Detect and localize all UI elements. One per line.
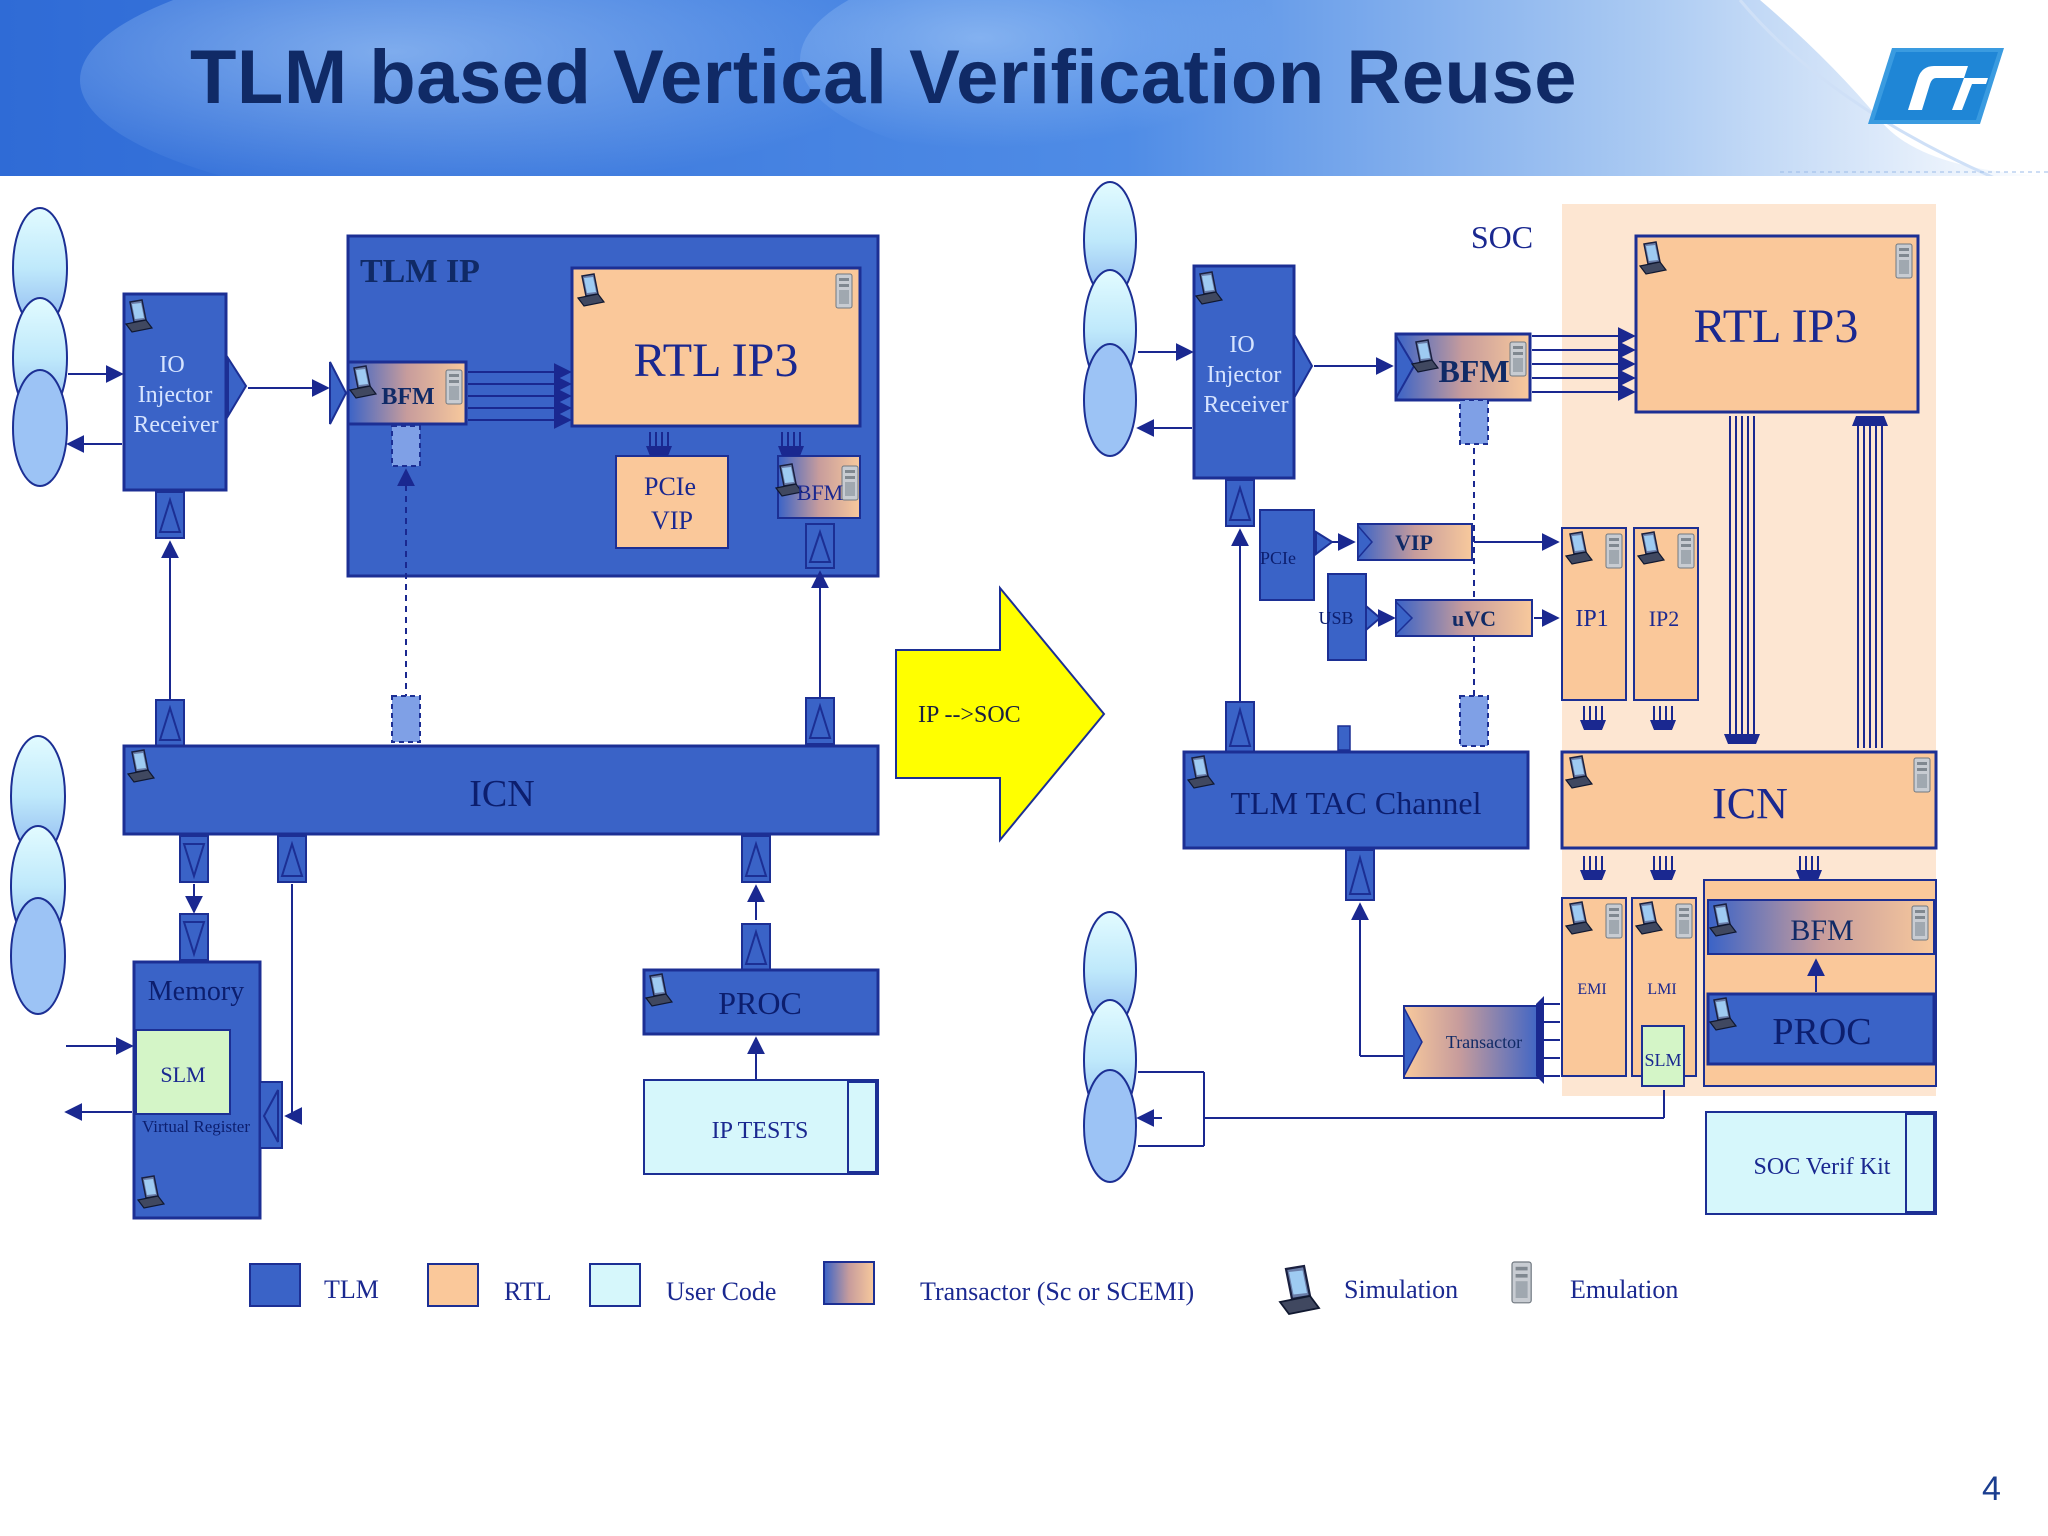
right-tlm-tac-channel [1182, 750, 1530, 850]
right-uvc-label: uVC [1452, 606, 1496, 631]
right-lmi-label: LMI [1647, 981, 1676, 998]
right-receiver-label: Receiver [1203, 392, 1288, 418]
right-ip1-label: IP1 [1575, 606, 1608, 632]
right-io-environment-top [1083, 181, 1137, 457]
left-virtual-register-label: Virtual Register [142, 1117, 250, 1136]
right-ip2-label: IP2 [1649, 606, 1680, 631]
legend-user-code-label: User Code [666, 1277, 776, 1306]
right-icn [1560, 750, 1938, 850]
right-slm [1641, 1025, 1685, 1087]
legend-tlm-swatch [249, 1263, 301, 1307]
left-icn [122, 744, 880, 836]
right-vip-label: VIP [1395, 530, 1433, 555]
st-logo-icon [1868, 48, 2004, 124]
right-slm-label: SLM [1644, 1050, 1681, 1070]
legend-tlm-label: TLM [324, 1275, 379, 1304]
right-rtl-icn-bus [1724, 416, 1888, 748]
left-bfm-rtl-bus [468, 363, 572, 429]
title-banner [0, 0, 2048, 176]
verification-diagram: TLM IP RTL IP3 BFM PCIe VIP [10, 181, 1938, 1316]
soc-label: SOC [1471, 219, 1533, 255]
right-pcie-label: PCIe [1260, 548, 1296, 568]
left-pcie-label: PCIe [644, 472, 696, 501]
right-pcie [1259, 509, 1315, 601]
right-rtl-ip3-label: RTL IP3 [1694, 300, 1859, 353]
left-bfm-label: BFM [381, 384, 434, 410]
left-memory-label: Memory [148, 976, 244, 1007]
right-bfm-rtl-bus [1532, 327, 1636, 401]
right-soc-verif-kit-label: SOC Verif Kit [1754, 1154, 1891, 1180]
slide-title: TLM based Vertical Verification Reuse [190, 35, 1577, 120]
legend-transactor-label: Transactor (Sc or SCEMI) [920, 1277, 1194, 1306]
right-icn-label: ICN [1712, 779, 1788, 828]
left-bfm-small-label: BFM [797, 480, 843, 505]
right-transactor-label: Transactor [1446, 1032, 1522, 1052]
left-receiver-label: Receiver [133, 412, 218, 438]
left-ip-tests-label: IP TESTS [712, 1118, 809, 1144]
simulation-icon [1278, 1264, 1321, 1316]
left-ip-tests [643, 1079, 879, 1175]
left-icn-label: ICN [469, 773, 534, 815]
legend-simulation-label: Simulation [1344, 1275, 1458, 1304]
right-bfm-lower-label: BFM [1790, 914, 1853, 947]
left-io-environment-top [12, 207, 68, 487]
left-ip-diagram: TLM IP RTL IP3 BFM PCIe VIP [10, 207, 880, 1220]
left-pcie-vip [615, 455, 729, 549]
legend-rtl-swatch [427, 1263, 479, 1307]
right-bfm-label: BFM [1438, 353, 1509, 389]
right-io-label: IO [1229, 332, 1254, 358]
right-soc-diagram: SOC IO Injector Receiver [1083, 181, 1938, 1215]
right-vip [1357, 523, 1473, 561]
legend-transactor-swatch [823, 1261, 875, 1305]
right-transactor [1403, 1005, 1543, 1079]
right-proc [1706, 992, 1936, 1066]
right-emi-label: EMI [1577, 981, 1606, 998]
right-tlm-tac-label: TLM TAC Channel [1230, 785, 1481, 821]
legend-user-code-swatch [589, 1263, 641, 1307]
left-io-environment-bottom [10, 735, 66, 1015]
left-slm-label: SLM [160, 1062, 205, 1087]
right-usb-label: USB [1318, 608, 1353, 628]
right-rtl-ip3 [1634, 234, 1920, 414]
transactor-emi-bus [1536, 996, 1560, 1084]
left-proc [642, 968, 880, 1036]
left-slm [135, 1029, 231, 1115]
tlm-ip-label: TLM IP [360, 253, 480, 290]
right-proc-label: PROC [1772, 1011, 1871, 1053]
legend-rtl-label: RTL [504, 1277, 552, 1306]
legend: TLM RTL User Code Transactor (Sc or SCEM… [249, 1261, 1678, 1316]
right-injector-label: Injector [1207, 362, 1282, 388]
left-injector-label: Injector [138, 382, 213, 408]
right-soc-verif-kit [1705, 1111, 1937, 1215]
left-io-label: IO [159, 352, 184, 378]
right-io-environment-bottom [1083, 911, 1137, 1183]
left-proc-label: PROC [718, 985, 802, 1021]
left-rtl-ip3 [570, 266, 862, 428]
emulation-icon [1511, 1261, 1532, 1304]
left-vip-label: VIP [651, 506, 693, 535]
ip-to-soc-arrow: IP -->SOC [895, 585, 1106, 843]
page-number: 4 [1982, 1470, 2001, 1508]
left-rtl-ip3-label: RTL IP3 [634, 334, 799, 387]
right-bfm-lower [1707, 899, 1935, 955]
ip-to-soc-label: IP -->SOC [918, 702, 1021, 728]
legend-emulation-label: Emulation [1570, 1275, 1678, 1304]
